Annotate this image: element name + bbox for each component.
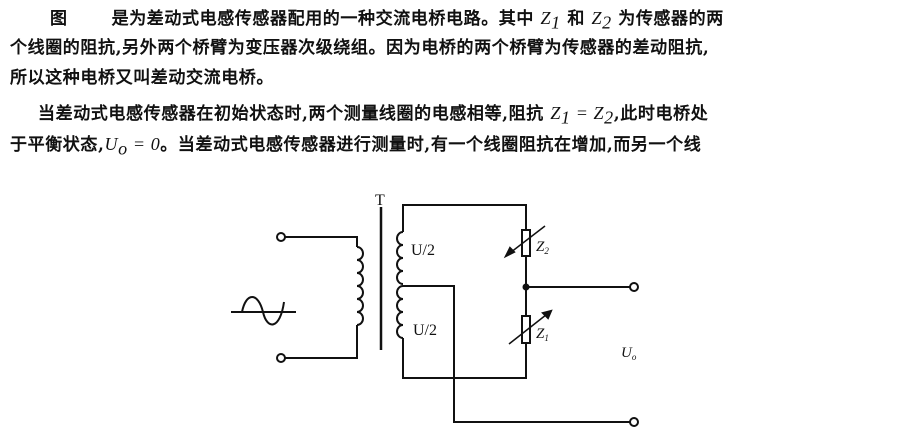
text-line-4: 当差动式电感传感器在初始状态时,两个测量线圈的电感相等,阻抗 Z1 = Z2,此… [10,103,708,127]
primary-coil-icon [356,246,364,326]
text: 于平衡状态, [10,135,105,155]
text-line-3: 所以这种电桥又叫差动交流电桥。 [10,68,274,88]
text-line-5: 于平衡状态,Uo = 0。当差动式电感传感器进行测量时,有一个线圈阻抗在增加,而… [10,134,701,158]
input-terminal-bottom [276,353,286,363]
arrowhead [541,309,553,320]
text: 是为差动式电感传感器配用的一种交流电桥电路。其中 [111,9,535,29]
z1-impedance [521,315,531,344]
uo-subscript: o [118,138,128,159]
output-voltage-label: Uo [621,345,637,362]
z2-symbol: Z [591,8,603,28]
text-line-1: 图是为差动式电感传感器配用的一种交流电桥电路。其中 Z1 和 Z2 为传感器的两 [10,8,724,32]
input-terminal-top [276,232,286,242]
lower-secondary-coil-icon [396,285,404,339]
text: 当差动式电感传感器在初始状态时,两个测量线圈的电感相等,阻抗 [38,104,544,124]
z1-subscript: 1 [561,107,571,128]
transformer-label: T [375,192,385,209]
center-tap-wire [403,285,630,423]
text-line-2: 个线圈的阻抗,另外两个桥臂为变压器次级绕组。因为电桥的两个桥臂为传感器的差动阻抗… [10,38,710,58]
lower-winding-label: U/2 [413,322,437,339]
upper-winding-label: U/2 [411,242,435,259]
wire [402,204,527,232]
equals-zero: = 0 [127,134,161,154]
z1-variable-arrow-icon [508,310,552,345]
z1-label: Z1 [536,326,549,343]
wire [285,236,358,247]
z2-subscript: 2 [604,107,614,128]
equals-z2: = Z [570,103,605,123]
text: 为传感器的两 [618,9,724,29]
z1-subscript: 1 [551,12,561,33]
z2-subscript: 2 [602,12,612,33]
text: 和 [567,9,585,29]
arrowhead [503,246,516,259]
wire [402,338,527,379]
output-terminal-top [629,282,639,292]
upper-secondary-coil-icon [396,231,404,285]
wire [285,325,358,359]
text: 。当差动式电感传感器进行测量时,有一个线圈阻抗在增加,而另一个线 [160,135,702,155]
z1-symbol: Z [540,8,552,28]
uo-symbol: U [104,134,119,154]
text: ,此时电桥处 [613,104,709,124]
z1-symbol: Z [550,103,561,123]
output-terminal-bottom [629,417,639,427]
figure-reference: 图 [50,9,68,29]
ac-source-icon [231,296,296,326]
z2-label: Z2 [536,239,549,256]
